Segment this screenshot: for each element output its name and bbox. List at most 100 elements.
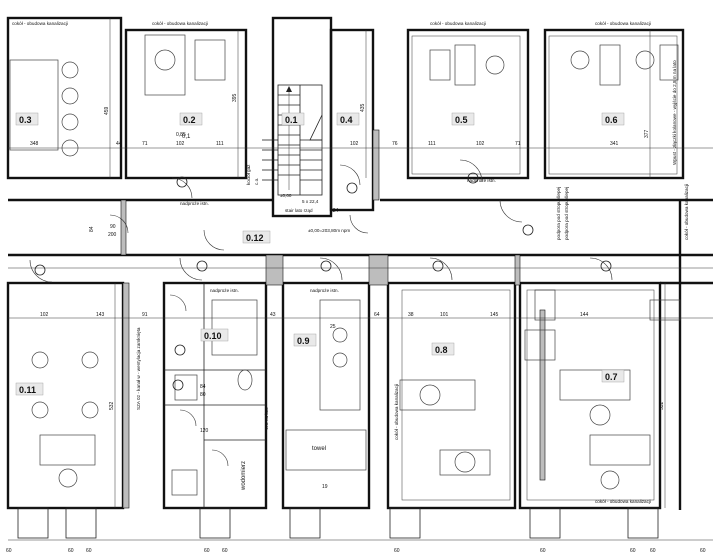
dim-label: 111 xyxy=(428,141,436,147)
dim-label: 60 xyxy=(650,548,656,554)
dim-label: 200 xyxy=(108,232,117,238)
note-nadproze: nadproże istn. xyxy=(467,178,496,183)
dim-label: 144 xyxy=(580,312,589,318)
dim-label: 102 xyxy=(176,141,185,147)
room-label: 0.5 xyxy=(455,115,468,125)
dim-label: 60 xyxy=(540,548,546,554)
door-openings xyxy=(34,172,612,391)
dim-label: 145 xyxy=(490,312,499,318)
dim-label: 90 xyxy=(110,224,116,230)
level-mark: ±0,00=203,80m npm xyxy=(308,228,350,233)
dim-label: 60 xyxy=(86,548,92,554)
room-label: 0.2 xyxy=(183,115,196,125)
dim-label: 0,85 xyxy=(176,132,186,138)
room-label: 0.4 xyxy=(340,115,353,125)
note-cokol: cokół - obudowa kanalizacji xyxy=(12,21,68,26)
note-cokol: cokół - obudowa kanalizacji xyxy=(394,384,399,440)
note-vent: podpora pod stropu ślepej xyxy=(564,187,569,240)
note-support: podpora pod stropu ślepej xyxy=(556,187,561,240)
dim-label: 102 xyxy=(476,141,485,147)
room-label: 0.1 xyxy=(285,115,298,125)
dim-label: 348 xyxy=(30,141,39,147)
dim-label: 80 xyxy=(200,392,206,398)
room-label: 0.9 xyxy=(297,336,310,346)
dim-label: 101 xyxy=(440,312,449,318)
note-cokol: cokół - obudowa kanalizacji xyxy=(684,184,689,240)
stair-note: stair lato rząd xyxy=(285,208,313,213)
dim-label: 377 xyxy=(644,129,650,138)
dim-label: 395 xyxy=(232,93,238,102)
cross-mark: 0,1 xyxy=(182,134,191,140)
dim-label: 532 xyxy=(109,401,115,410)
furniture xyxy=(9,34,681,501)
hatched-wall xyxy=(122,282,130,509)
room-label: 0.3 xyxy=(19,115,32,125)
dim-label: 60 xyxy=(700,548,706,554)
dim-label: 111 xyxy=(216,141,224,147)
dim-label: 38 xyxy=(408,312,414,318)
staircase xyxy=(262,84,323,196)
dim-label: 143 xyxy=(96,312,105,318)
note-nadproze: nadproże istn. xyxy=(210,288,239,293)
note-wc: WC na lato xyxy=(264,407,269,430)
room-label: 0.8 xyxy=(435,345,448,355)
room-label: 0.10 xyxy=(204,331,222,341)
room-label: 0.7 xyxy=(605,372,618,382)
dim-label: 120 xyxy=(200,428,209,434)
note-boiler: kocioł gaz xyxy=(246,164,251,185)
dim-label: 60 xyxy=(68,548,74,554)
dim-label: 60 xyxy=(6,548,12,554)
dim-label: 84 xyxy=(89,226,95,232)
dim-label: 71 xyxy=(515,141,521,147)
label-wodomierz: wodomierz xyxy=(241,461,247,491)
room-labels: 0.3 0.2 0.1 0.4 0.5 0.6 0.12 0.11 0.10 0… xyxy=(15,112,625,396)
annotations: cokół - obudowa kanalizacji cokół - obud… xyxy=(12,21,689,504)
dim-label: 459 xyxy=(104,106,110,115)
dim-label: 60 xyxy=(630,548,636,554)
note-boiler: c.o. xyxy=(254,178,259,185)
dim-label: 341 xyxy=(610,141,619,147)
dim-label: 76 xyxy=(392,141,398,147)
note-cokol: cokół - obudowa kanalizacji xyxy=(595,499,651,504)
level-mark: ±0,00 xyxy=(280,193,292,198)
dim-label: 71 xyxy=(142,141,148,147)
dimension-labels: 348 44 71 102 111 102 76 111 102 71 341 … xyxy=(6,93,706,554)
dim-label: 44 xyxy=(116,141,122,147)
dim-label: 91 xyxy=(142,312,148,318)
hatched-wall xyxy=(368,254,389,286)
window-piers xyxy=(17,507,659,539)
hatched-wall xyxy=(372,129,380,201)
note-cokol: cokół - obudowa kanalizacji xyxy=(595,21,651,26)
dimension-lines xyxy=(8,18,713,541)
note-floor: Wpust - złączki kolanowe - wyjście do 2,… xyxy=(672,60,677,165)
hatched-wall xyxy=(120,199,127,256)
dim-label: 435 xyxy=(360,103,366,112)
note-cokol: cokół - obudowa kanalizacji xyxy=(152,21,208,26)
room-label: 0.6 xyxy=(605,115,618,125)
walls xyxy=(6,16,713,539)
dim-label: 64 xyxy=(374,312,380,318)
dim-label: 60 xyxy=(222,548,228,554)
dim-label: 60 xyxy=(204,548,210,554)
note-nadproze: nadproże istn. xyxy=(310,288,339,293)
doors xyxy=(29,159,613,467)
hatched-wall xyxy=(539,309,546,481)
dim-label: 224 xyxy=(330,208,339,214)
stair-dim: 5 x 22,4 xyxy=(302,199,319,204)
room-label: 0.12 xyxy=(246,233,264,243)
hatched-wall xyxy=(514,254,521,286)
note-nadproze: nadproże istn. xyxy=(180,201,209,206)
dim-label: 102 xyxy=(40,312,49,318)
dim-label: 532 xyxy=(659,401,665,410)
dim-label: 60 xyxy=(394,548,400,554)
label-towel: towel xyxy=(312,446,326,452)
dim-label: 43 xyxy=(270,312,276,318)
dim-label: 84 xyxy=(200,384,206,390)
room-label: 0.11 xyxy=(19,385,36,395)
dim-label: 25 xyxy=(330,324,336,330)
dim-label: 102 xyxy=(350,141,359,147)
note-instal: SZA 02 - kanał w - wentylacja zamknięta xyxy=(136,327,141,410)
hatched-wall xyxy=(265,254,284,286)
dim-label: 19 xyxy=(322,484,328,490)
